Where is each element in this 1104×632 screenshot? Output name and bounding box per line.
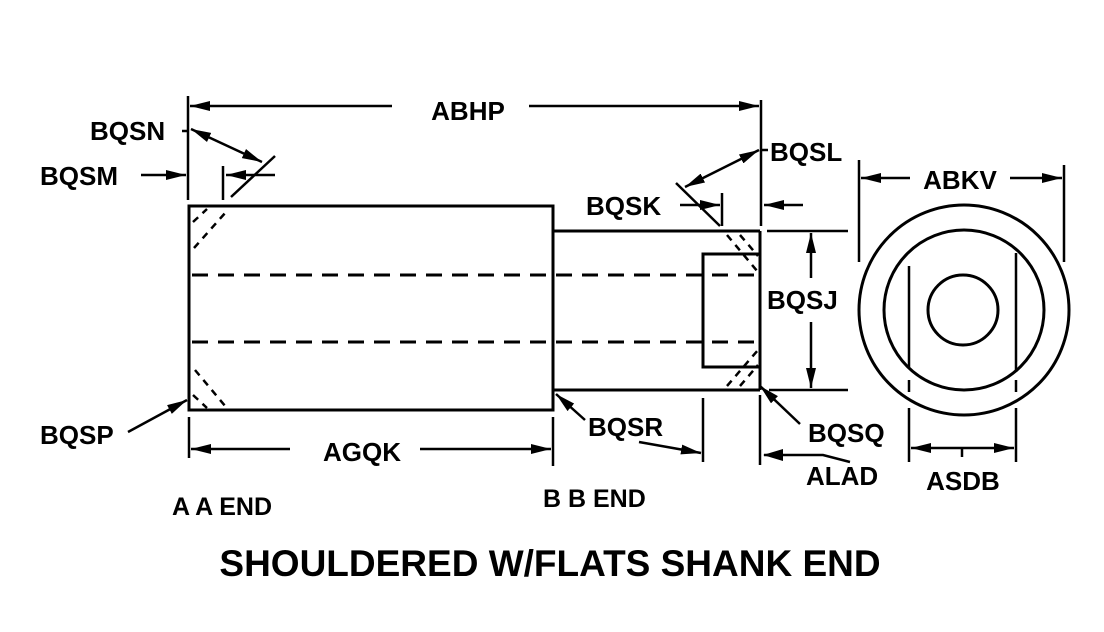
label-bqsq: BQSQ	[808, 418, 885, 448]
dim-bqsp: BQSP	[40, 398, 188, 450]
chamfer-hidden-top-1	[192, 208, 208, 223]
end-view-bore-circle	[926, 273, 1000, 347]
dim-bqsj: BQSJ	[767, 229, 848, 392]
b-chamfer-hidden-bottom-2	[739, 364, 759, 387]
dim-abhp: ABHP	[186, 96, 763, 226]
chamfer-hidden-top-2	[193, 211, 227, 249]
end-view-shank-circle	[882, 228, 1046, 392]
dim-asdb: ASDB	[907, 380, 1018, 496]
shank-body	[553, 229, 762, 392]
chamfer-hidden-bottom-2	[192, 394, 208, 409]
end-view	[857, 203, 1071, 417]
b-chamfer-hidden-top-1	[726, 234, 759, 273]
bqsk-chamfer-line	[675, 182, 721, 227]
shank-counterbore	[701, 252, 762, 369]
alad-arrowhead	[763, 449, 783, 461]
label-bqsn: BQSN	[90, 116, 165, 146]
label-asdb: ASDB	[926, 466, 1000, 496]
chamfer-hidden-bottom-1	[194, 369, 227, 408]
dim-bqsm: BQSM	[40, 155, 276, 200]
label-abhp: ABHP	[431, 96, 505, 126]
dim-bqsq: BQSQ	[759, 385, 885, 448]
label-bqsm: BQSM	[40, 161, 118, 191]
label-a-end: A A END	[172, 493, 272, 521]
shoulder-outline	[187, 204, 555, 412]
shoulder-body	[187, 204, 555, 412]
bqsm-chamfer-line	[230, 155, 276, 198]
dim-bqsk: BQSK	[586, 182, 724, 227]
label-alad: ALAD	[806, 461, 878, 491]
dim-bqsl: BQSL	[684, 137, 842, 210]
b-chamfer-hidden-bottom-1	[726, 349, 759, 387]
drawing-title: SHOULDERED W/FLATS SHANK END	[219, 543, 880, 584]
bqsp-arrow	[127, 398, 188, 434]
dim-abkv: ABKV	[857, 160, 1066, 262]
bqsq-arrow	[759, 385, 801, 425]
end-view-outer-circle	[857, 203, 1071, 417]
label-abkv: ABKV	[923, 165, 997, 195]
bqsl-arrow	[684, 148, 760, 189]
label-bqsj: BQSJ	[767, 285, 838, 315]
bqsr-arrow-up	[555, 393, 586, 421]
dim-bqsr: BQSR	[555, 393, 705, 462]
dim-bqsn: BQSN	[90, 116, 263, 164]
bqsn-arrow	[190, 127, 263, 164]
bqsr-arrow-right	[638, 440, 702, 455]
label-bqsl: BQSL	[770, 137, 842, 167]
label-bqsr: BQSR	[588, 412, 663, 442]
alad-leader	[764, 453, 851, 464]
label-agqk: AGQK	[323, 437, 401, 467]
label-bqsk: BQSK	[586, 191, 661, 221]
label-b-end: B B END	[543, 485, 646, 513]
dim-alad: ALAD	[758, 395, 878, 491]
dim-agqk: AGQK	[187, 417, 555, 467]
b-chamfer-hidden-top-2	[739, 234, 759, 257]
label-bqsp: BQSP	[40, 420, 114, 450]
